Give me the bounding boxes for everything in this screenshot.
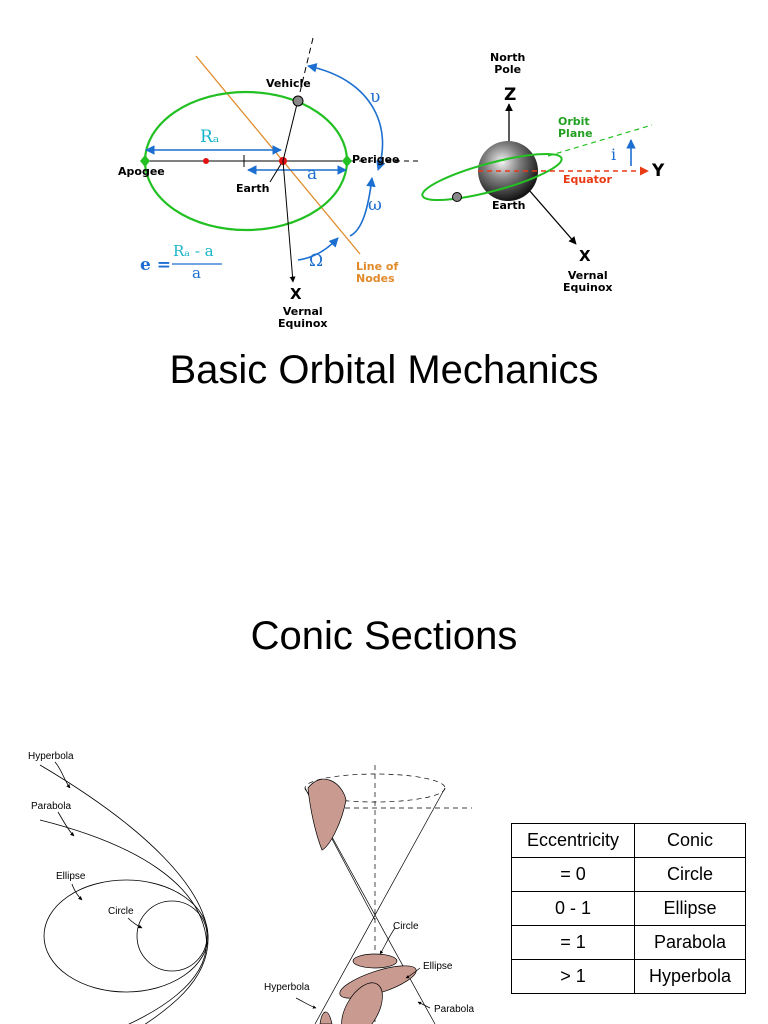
table-row: = 0 Circle: [511, 857, 746, 892]
satellite-dot: [452, 192, 462, 202]
omega-small-label: ω: [368, 195, 382, 215]
z-label: Z: [504, 85, 517, 105]
circle-section: [352, 953, 398, 969]
curve-hyperbola-label: Hyperbola: [28, 751, 74, 762]
table-header-conic: Conic: [634, 823, 746, 858]
formula-lhs: e =: [140, 255, 171, 275]
perigee-marker: [342, 155, 352, 167]
empty-focus: [203, 158, 209, 164]
ellipse-curve: [43, 879, 209, 993]
big-omega-arc: [297, 237, 339, 261]
table-cell: Ellipse: [634, 891, 746, 926]
cone-circle-label: Circle: [393, 921, 419, 932]
x-axis-arrow: [282, 160, 296, 283]
omega-big-label: Ω: [309, 251, 324, 271]
vehicle-radial: [282, 103, 298, 162]
nu-arc: [307, 63, 386, 171]
conic-curves-diagram: [39, 761, 209, 1024]
nu-label: υ: [370, 87, 381, 107]
table-row: = 1 Parabola: [511, 925, 746, 960]
cone-ellipse-label: Ellipse: [423, 961, 453, 972]
eccentricity-table: Eccentricity Conic = 0 Circle 0 - 1 Elli…: [511, 823, 746, 994]
orbit-plane-line: [547, 124, 653, 157]
curve-parabola-label: Parabola: [31, 801, 72, 812]
table-cell: = 1: [511, 925, 635, 960]
curve-circle-label: Circle: [108, 906, 134, 917]
line-of-nodes: [195, 55, 361, 255]
orbit-diagram: [140, 37, 653, 283]
table-header-eccentricity: Eccentricity: [511, 823, 635, 858]
curve-ellipse-label: Ellipse: [56, 871, 86, 882]
table-row: > 1 Hyperbola: [511, 959, 746, 994]
formula-numerator: Rₐ - a: [173, 242, 214, 260]
perigee-label: Perigee: [352, 153, 400, 166]
vehicle-label: Vehicle: [266, 77, 311, 90]
omega-arc: [349, 177, 376, 237]
table-cell: Parabola: [634, 925, 746, 960]
hyperbola-section-bottom: [319, 1011, 333, 1024]
slide-title-orbital-mechanics: Basic Orbital Mechanics: [169, 348, 599, 392]
table-row: 0 - 1 Ellipse: [511, 891, 746, 926]
earth-label: Earth: [236, 182, 270, 195]
parabola-curve: [39, 819, 207, 1024]
circle-curve: [136, 900, 208, 972]
a-label: a: [307, 164, 318, 184]
vehicle-dot: [292, 95, 304, 107]
table-cell: Hyperbola: [634, 959, 746, 994]
x-label: X: [290, 285, 302, 303]
earth-pointer: [269, 163, 282, 183]
frame-earth-label: Earth: [492, 199, 526, 212]
apogee-marker: [140, 155, 150, 167]
equator-label: Equator: [563, 173, 612, 186]
slide-title-conic-sections: Conic Sections: [250, 614, 518, 658]
hyperbola-section-top: [307, 778, 347, 851]
formula-denominator: a: [192, 264, 201, 282]
table-cell: > 1: [511, 959, 635, 994]
table-header-row: Eccentricity Conic: [511, 823, 746, 858]
y-label: Y: [652, 161, 665, 181]
table-cell: 0 - 1: [511, 891, 635, 926]
ra-label: Rₐ: [200, 127, 220, 147]
orbit-ring: [421, 152, 563, 202]
table-cell: Circle: [634, 857, 746, 892]
frame-x-axis: [521, 181, 577, 245]
table-cell: = 0: [511, 857, 635, 892]
frame-x-label: X: [579, 247, 591, 265]
inclination-label: i: [611, 145, 617, 164]
cone-hyperbola-label: Hyperbola: [264, 982, 310, 993]
apogee-label: Apogee: [118, 165, 165, 178]
cone-parabola-label: Parabola: [434, 1004, 475, 1015]
